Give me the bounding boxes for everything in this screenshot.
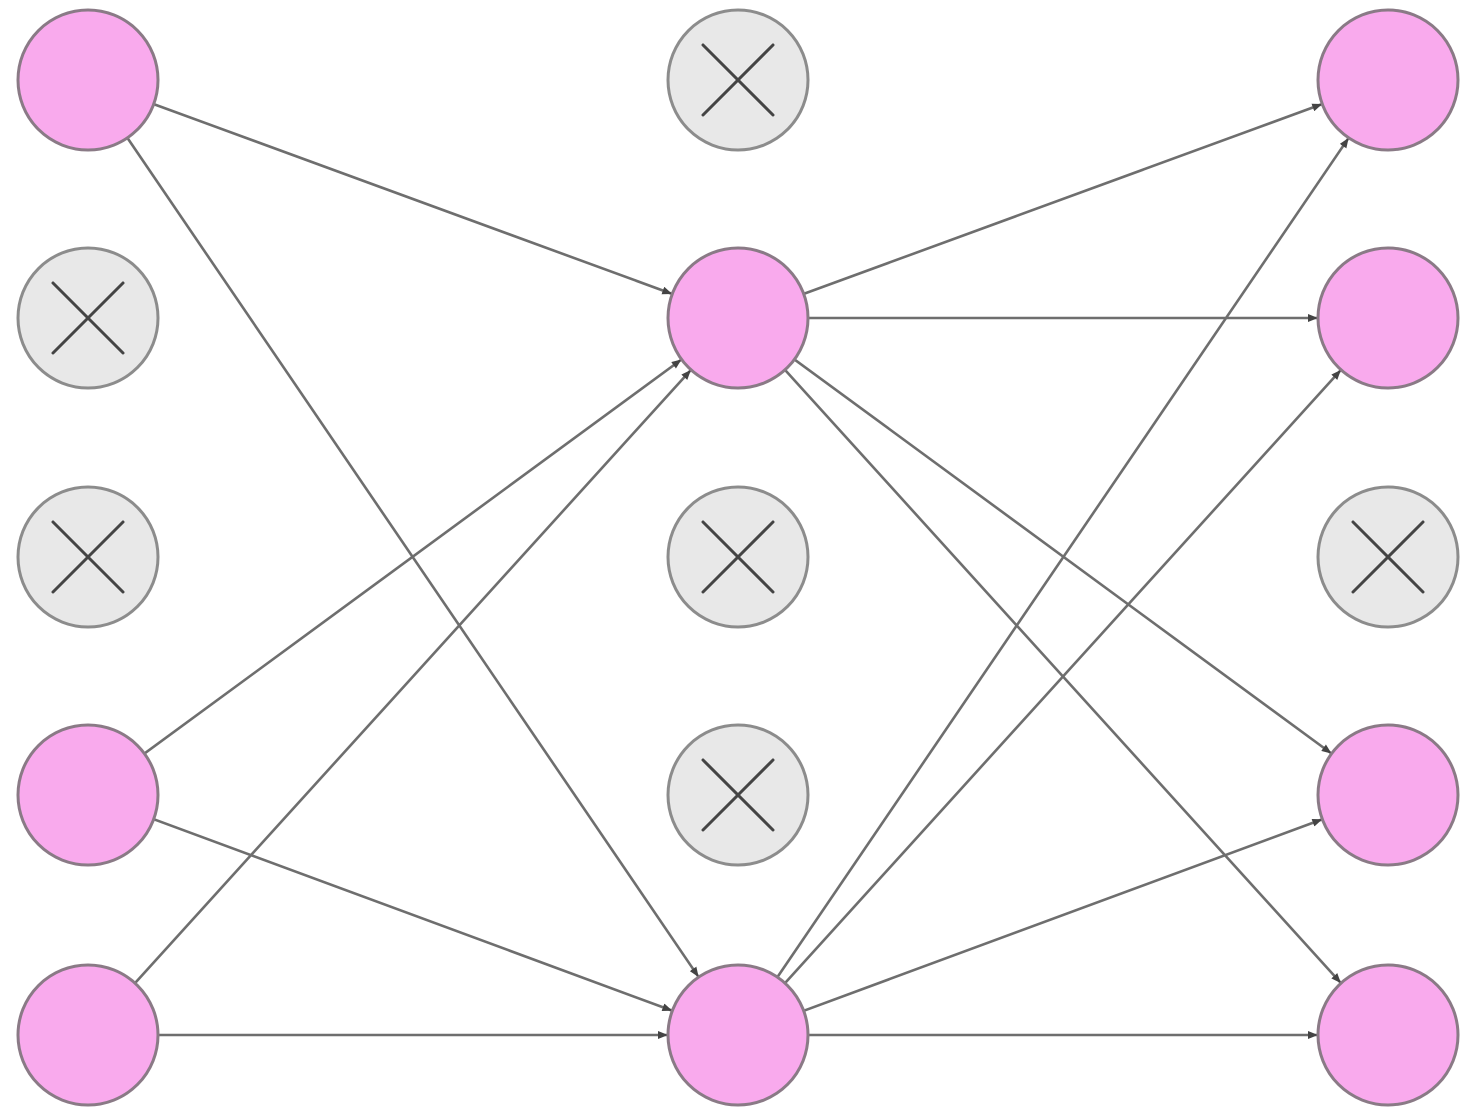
active-neuron-circle: [1316, 963, 1460, 1107]
hidden-node-3-dropped: [666, 485, 810, 629]
active-neuron-circle: [1316, 246, 1460, 390]
cross-icon: [51, 281, 125, 355]
output-node-4-active: [1316, 723, 1460, 867]
input-node-5-active: [16, 963, 160, 1107]
cross-icon: [51, 520, 125, 594]
active-neuron-circle: [16, 963, 160, 1107]
active-neuron-circle: [16, 723, 160, 867]
active-neuron-circle: [1316, 8, 1460, 152]
input-node-3-dropped: [16, 485, 160, 629]
output-node-5-active: [1316, 963, 1460, 1107]
neurons: [16, 8, 1460, 1107]
active-neuron-circle: [666, 246, 810, 390]
edge-input-1-to-hidden-2: [153, 102, 673, 295]
input-node-2-dropped: [16, 246, 160, 390]
active-neuron-circle: [666, 963, 810, 1107]
active-neuron-circle: [16, 8, 160, 152]
output-node-1-active: [1316, 8, 1460, 152]
edge-input-5-to-hidden-2: [134, 369, 692, 984]
cross-icon: [1351, 520, 1425, 594]
output-node-3-dropped: [1316, 485, 1460, 629]
cross-icon: [701, 758, 775, 832]
edge-input-4-to-hidden-2: [143, 358, 682, 755]
active-neuron-circle: [1316, 723, 1460, 867]
edge-hidden-5-to-output-1: [776, 137, 1350, 978]
hidden-node-1-dropped: [666, 8, 810, 152]
hidden-node-2-active: [666, 246, 810, 390]
input-node-1-active: [16, 8, 160, 152]
cross-icon: [701, 520, 775, 594]
cross-icon: [701, 43, 775, 117]
connections: [126, 102, 1350, 1039]
edge-hidden-5-to-output-4: [803, 818, 1323, 1013]
hidden-node-4-dropped: [666, 723, 810, 867]
output-node-2-active: [1316, 246, 1460, 390]
hidden-node-5-active: [666, 963, 810, 1107]
input-node-4-active: [16, 723, 160, 867]
edge-input-4-to-hidden-5: [153, 817, 673, 1012]
edge-hidden-5-to-output-2: [784, 369, 1342, 984]
edge-hidden-2-to-output-1: [803, 103, 1323, 296]
